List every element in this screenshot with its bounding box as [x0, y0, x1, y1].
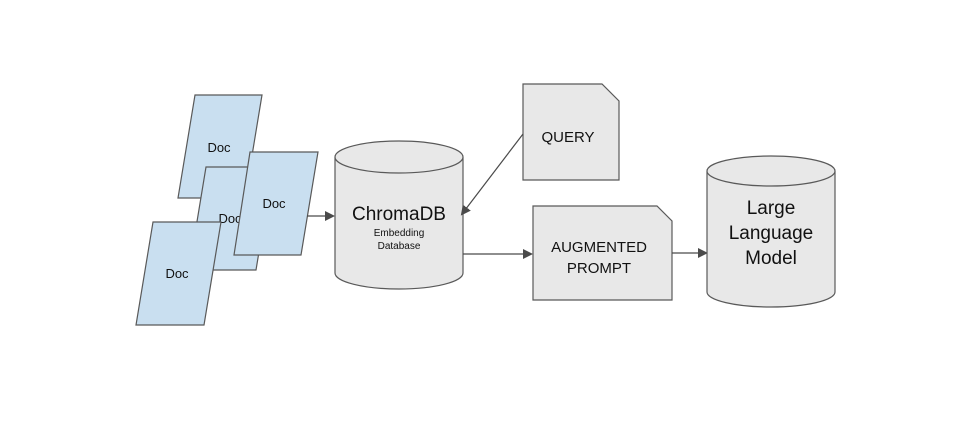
- chromadb-cylinder: ChromaDB Embedding Database: [334, 140, 464, 290]
- chromadb-subtitle-line1: Embedding: [374, 228, 425, 239]
- llm-line1: Large: [747, 198, 796, 219]
- query-document: QUERY: [522, 83, 620, 181]
- augmented-prompt-line2: PROMPT: [567, 260, 631, 277]
- doc-label: Doc: [165, 266, 189, 281]
- llm-cylinder: Large Language Model: [706, 155, 836, 308]
- doc-label: Doc: [262, 196, 286, 211]
- chromadb-title: ChromaDB: [352, 204, 446, 225]
- chromadb-subtitle-line2: Database: [378, 241, 421, 252]
- doc-card-4: Doc: [135, 221, 222, 326]
- doc-label: Doc: [218, 211, 242, 226]
- doc-stack: Doc Doc Doc Doc: [135, 94, 319, 326]
- llm-line3: Model: [745, 248, 797, 269]
- doc-label: Doc: [207, 140, 231, 155]
- query-label: QUERY: [541, 129, 594, 146]
- arrow-query-to-chromadb: [460, 133, 524, 216]
- llm-line2: Language: [729, 223, 814, 244]
- augmented-prompt-line1: AUGMENTED: [551, 239, 647, 256]
- augmented-prompt-document: AUGMENTED PROMPT: [532, 205, 673, 301]
- doc-card-3: Doc: [233, 151, 319, 256]
